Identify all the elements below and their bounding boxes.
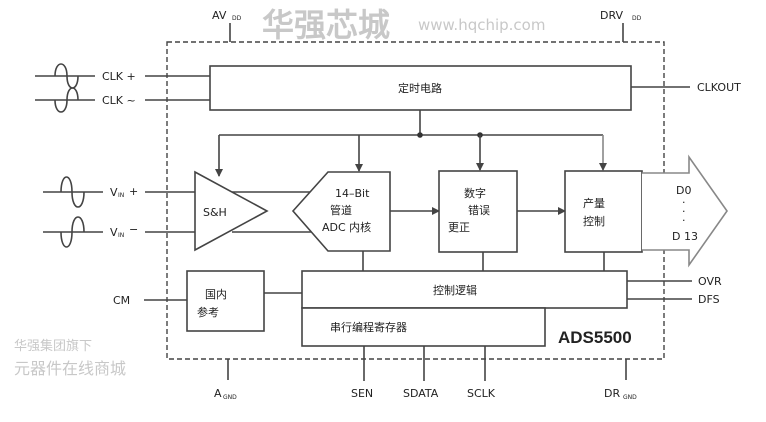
svg-text:更正: 更正 bbox=[448, 221, 470, 234]
clock-bus bbox=[215, 110, 607, 177]
chip-name: ADS5500 bbox=[558, 328, 632, 347]
svg-text:·: · bbox=[682, 196, 686, 209]
svg-text:IN: IN bbox=[118, 232, 124, 239]
svg-text:SCLK: SCLK bbox=[467, 387, 496, 400]
pin-clkout: CLKOUT bbox=[697, 81, 741, 94]
svg-text:V: V bbox=[110, 226, 118, 239]
sine-wave-icon bbox=[60, 216, 85, 248]
reference-block bbox=[186, 270, 265, 332]
svg-text:DD: DD bbox=[632, 15, 642, 22]
pin-cm: CM bbox=[113, 294, 130, 307]
sh-label: S&H bbox=[203, 206, 227, 219]
watermark-line1: 华强集团旗下 bbox=[14, 338, 92, 354]
svg-text:数字: 数字 bbox=[464, 186, 486, 200]
svg-text:CLK +: CLK + bbox=[102, 70, 136, 83]
pin-clk-n: CLK ~ bbox=[35, 87, 210, 113]
svg-text:IN: IN bbox=[118, 192, 124, 199]
pin-avdd: AV DD bbox=[212, 9, 242, 42]
svg-text:D 13: D 13 bbox=[672, 230, 698, 243]
svg-text:D0: D0 bbox=[676, 184, 691, 197]
output-control-block bbox=[564, 170, 643, 253]
svg-text:−: − bbox=[129, 223, 138, 236]
chip-boundary bbox=[166, 41, 665, 360]
svg-text:DR: DR bbox=[604, 387, 620, 400]
svg-text:·: · bbox=[682, 214, 686, 227]
svg-text:串行编程寄存器: 串行编程寄存器 bbox=[330, 320, 407, 334]
svg-text:控制: 控制 bbox=[583, 214, 605, 228]
svg-text:产量: 产量 bbox=[583, 196, 605, 210]
pin-sen: SEN bbox=[351, 346, 373, 400]
svg-text:GND: GND bbox=[223, 394, 237, 401]
svg-text:GND: GND bbox=[623, 394, 637, 401]
serial-register-block bbox=[301, 307, 546, 347]
svg-text:A: A bbox=[214, 387, 222, 400]
svg-text:SEN: SEN bbox=[351, 387, 373, 400]
pin-clk-p: CLK + bbox=[35, 63, 210, 89]
watermark-url: www.hqchip.com bbox=[418, 16, 545, 34]
svg-text:DRV: DRV bbox=[600, 9, 624, 22]
svg-text:SDATA: SDATA bbox=[403, 387, 439, 400]
watermark-line2: 元器件在线商城 bbox=[14, 359, 126, 378]
pin-dfs: DFS bbox=[698, 293, 720, 306]
svg-text:参考: 参考 bbox=[197, 305, 219, 319]
svg-text:+: + bbox=[129, 185, 138, 198]
sine-wave-icon bbox=[54, 63, 79, 89]
pin-ovr: OVR bbox=[698, 275, 722, 288]
svg-text:CLK ~: CLK ~ bbox=[102, 94, 136, 107]
svg-text:V: V bbox=[110, 186, 118, 199]
svg-text:14–Bit: 14–Bit bbox=[335, 187, 370, 200]
svg-text:·: · bbox=[682, 205, 686, 218]
pin-sdata: SDATA bbox=[403, 346, 439, 400]
svg-text:控制逻辑: 控制逻辑 bbox=[433, 283, 477, 297]
timing-label: 定时电路 bbox=[398, 81, 442, 95]
pin-sclk: SCLK bbox=[467, 346, 496, 400]
svg-text:错误: 错误 bbox=[468, 203, 490, 217]
pin-drvdd: DRV DD bbox=[600, 9, 642, 42]
output-bus-arrow bbox=[642, 154, 728, 268]
svg-text:管道: 管道 bbox=[330, 203, 352, 217]
watermark-logo: 华强芯城 bbox=[262, 6, 390, 44]
sample-hold-amplifier bbox=[194, 170, 269, 252]
control-logic-block bbox=[301, 270, 628, 309]
svg-text:国内: 国内 bbox=[205, 287, 227, 301]
svg-text:ADC 内核: ADC 内核 bbox=[322, 220, 371, 234]
svg-text:AV: AV bbox=[212, 9, 227, 22]
error-correction-block bbox=[438, 170, 518, 253]
sine-wave-icon bbox=[54, 87, 79, 113]
sine-wave-icon bbox=[60, 176, 85, 208]
watermark: 华强芯城 www.hqchip.com 华强集团旗下 元器件在线商城 bbox=[14, 6, 545, 378]
svg-text:DD: DD bbox=[232, 15, 242, 22]
